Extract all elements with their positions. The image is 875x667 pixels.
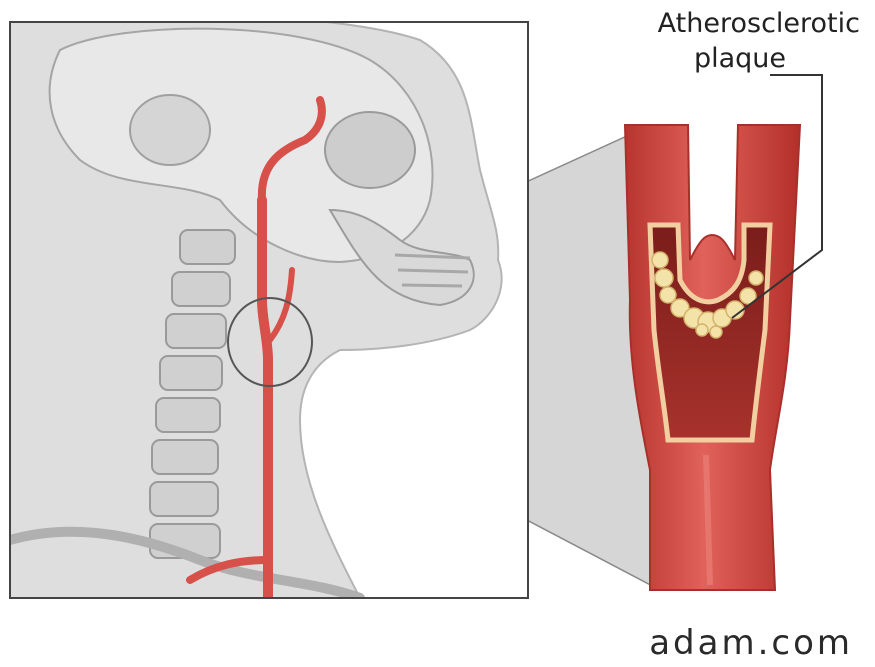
plaque-callout: Atherosclerotic plaque (0, 6, 860, 76)
callout-line-1: Atherosclerotic (0, 6, 860, 41)
artery-highlight (706, 455, 710, 585)
magnified-artery (625, 125, 800, 590)
credit-logo: adam.com (649, 623, 853, 663)
callout-line-2: plaque (0, 41, 860, 76)
ear-region (130, 95, 210, 165)
anatomy-panel (10, 15, 528, 598)
eye-orbit (325, 112, 415, 188)
